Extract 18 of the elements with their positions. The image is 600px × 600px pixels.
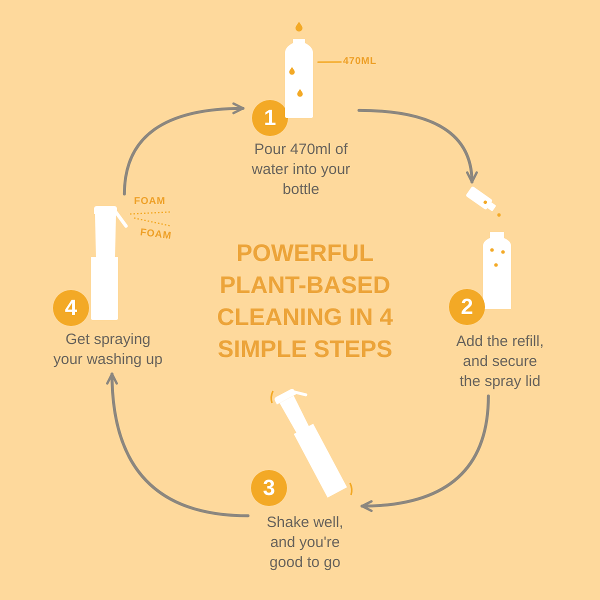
bottle-illustration	[282, 20, 316, 118]
step-description: Shake well, and you're good to go	[266, 513, 344, 573]
spray-label: FOAM	[139, 227, 172, 243]
volume-label: 470ML	[343, 56, 377, 68]
step-description: Get spraying your washing up	[52, 330, 164, 370]
step-number: 4	[53, 290, 89, 326]
leader-line	[317, 61, 342, 63]
step-number: 2	[449, 289, 485, 325]
step-description: Add the refill, and secure the spray lid	[455, 332, 545, 392]
step-number: 3	[251, 470, 287, 506]
step-number: 1	[252, 100, 288, 136]
arrow	[106, 372, 250, 518]
arrow	[122, 102, 244, 196]
spray-label: FOAM	[134, 196, 166, 208]
step-description: Pour 470ml of water into your bottle	[250, 140, 352, 200]
arrow	[360, 394, 490, 512]
arrow	[358, 108, 478, 184]
diagram-title: POWERFUL PLANT-BASED CLEANING IN 4 SIMPLE STEPS	[216, 239, 394, 365]
